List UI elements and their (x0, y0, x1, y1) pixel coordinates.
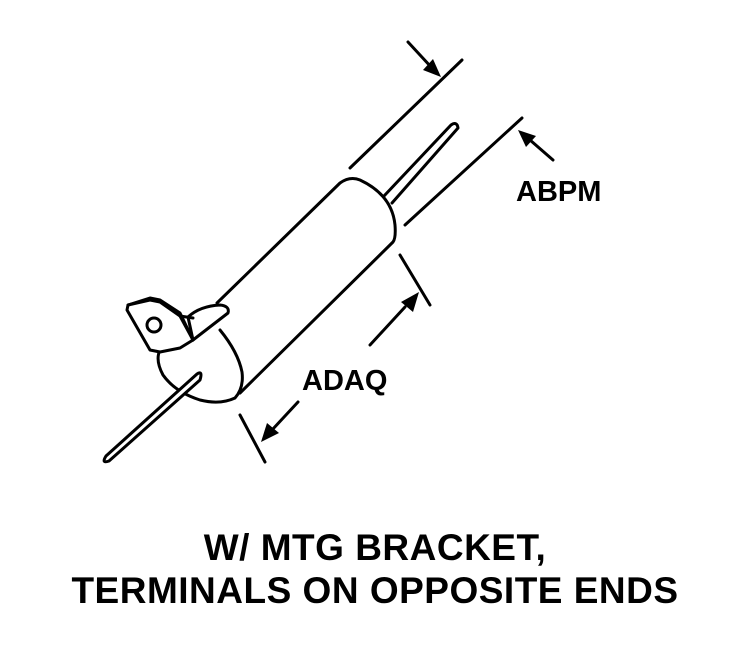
label-adaq: ADAQ (302, 365, 387, 397)
left-terminal-lead (102, 371, 203, 464)
arrowhead (518, 130, 536, 147)
caption-line-1: W/ MTG BRACKET, (203, 527, 547, 568)
arrowhead (261, 423, 279, 442)
capacitor-body (215, 177, 397, 395)
label-abpm: ABPM (516, 176, 601, 208)
arrowhead (423, 59, 441, 77)
dimension-abpm (348, 40, 555, 227)
right-terminal-lead (382, 122, 460, 205)
dimension-adaq (238, 253, 432, 464)
arrowhead (401, 292, 419, 312)
caption-line-2: TERMINALS ON OPPOSITE ENDS (71, 570, 679, 611)
mounting-bracket (125, 296, 230, 354)
left-end-cap (156, 328, 244, 404)
